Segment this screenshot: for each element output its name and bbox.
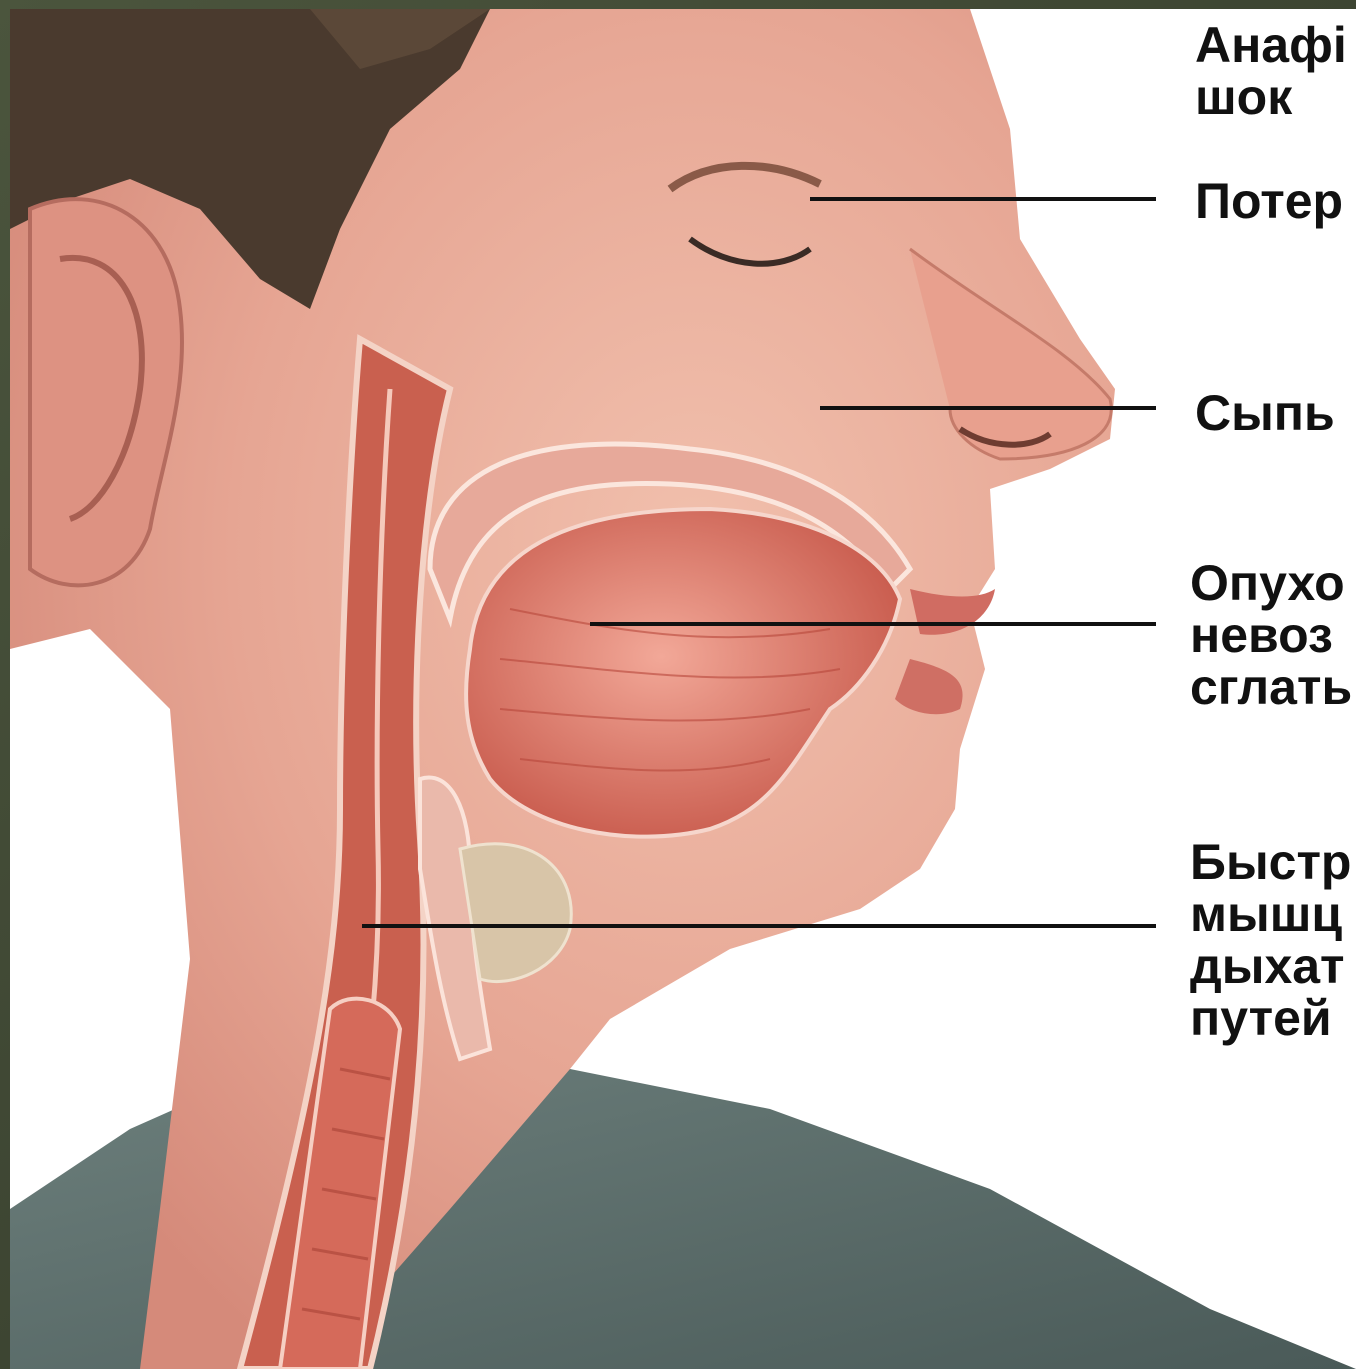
label-spasm: Быстр мышц дыхат путей bbox=[1190, 836, 1351, 1044]
label-swelling: Опухо невоз сглать bbox=[1190, 557, 1352, 713]
head-anatomy-illustration bbox=[10, 9, 1356, 1369]
label-anaphylaxis: Анафі шок bbox=[1195, 19, 1347, 123]
label-loss: Потер bbox=[1195, 175, 1343, 227]
diagram-canvas: Анафі шок Потер Сыпь Опухо невоз сглать … bbox=[10, 9, 1356, 1369]
label-rash: Сыпь bbox=[1195, 387, 1335, 439]
